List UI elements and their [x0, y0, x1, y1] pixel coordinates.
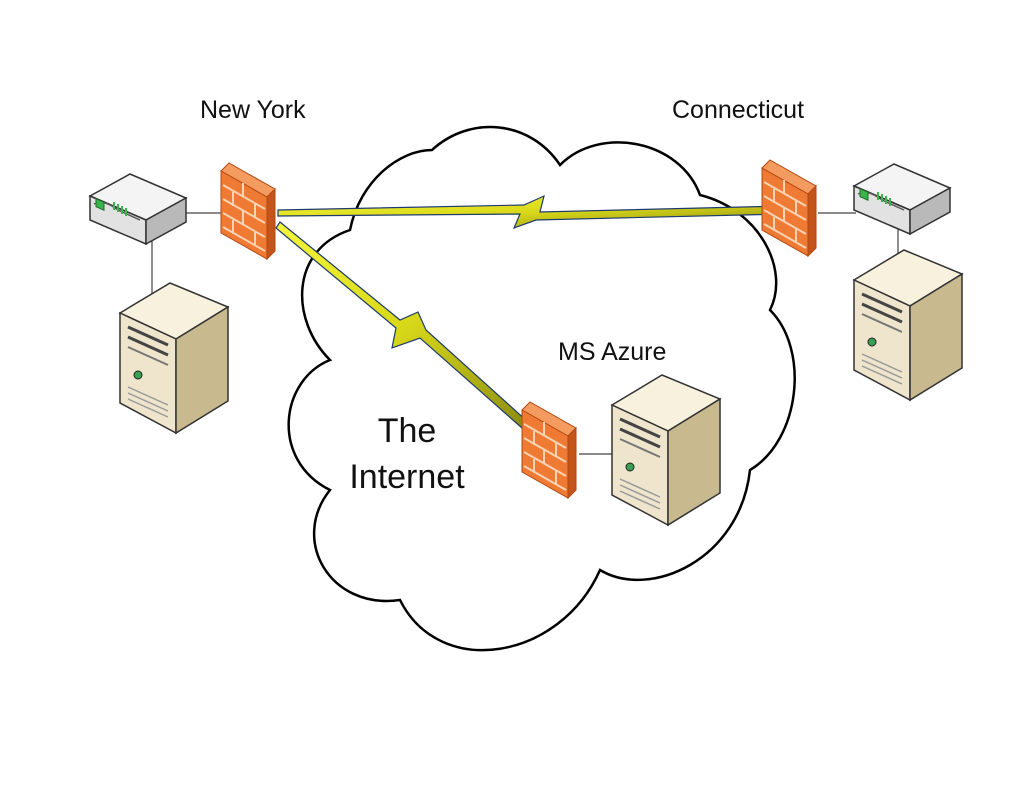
cloud-label-line1: The [377, 412, 437, 450]
cloud-label: The Internet [332, 408, 482, 500]
server-icon-azure [610, 373, 722, 527]
firewall-icon-connecticut [761, 159, 817, 257]
site-label-connecticut: Connecticut [672, 96, 805, 124]
site-label-azure: MS Azure [558, 338, 667, 366]
router-icon-connecticut [853, 163, 951, 235]
server-icon-connecticut [852, 248, 964, 402]
server-icon-new-york [118, 281, 230, 435]
firewall-icon-new-york [220, 162, 276, 260]
site-label-new-york: New York [200, 96, 306, 124]
cloud-label-line2: Internet [349, 458, 465, 496]
router-icon-new-york [89, 173, 187, 245]
